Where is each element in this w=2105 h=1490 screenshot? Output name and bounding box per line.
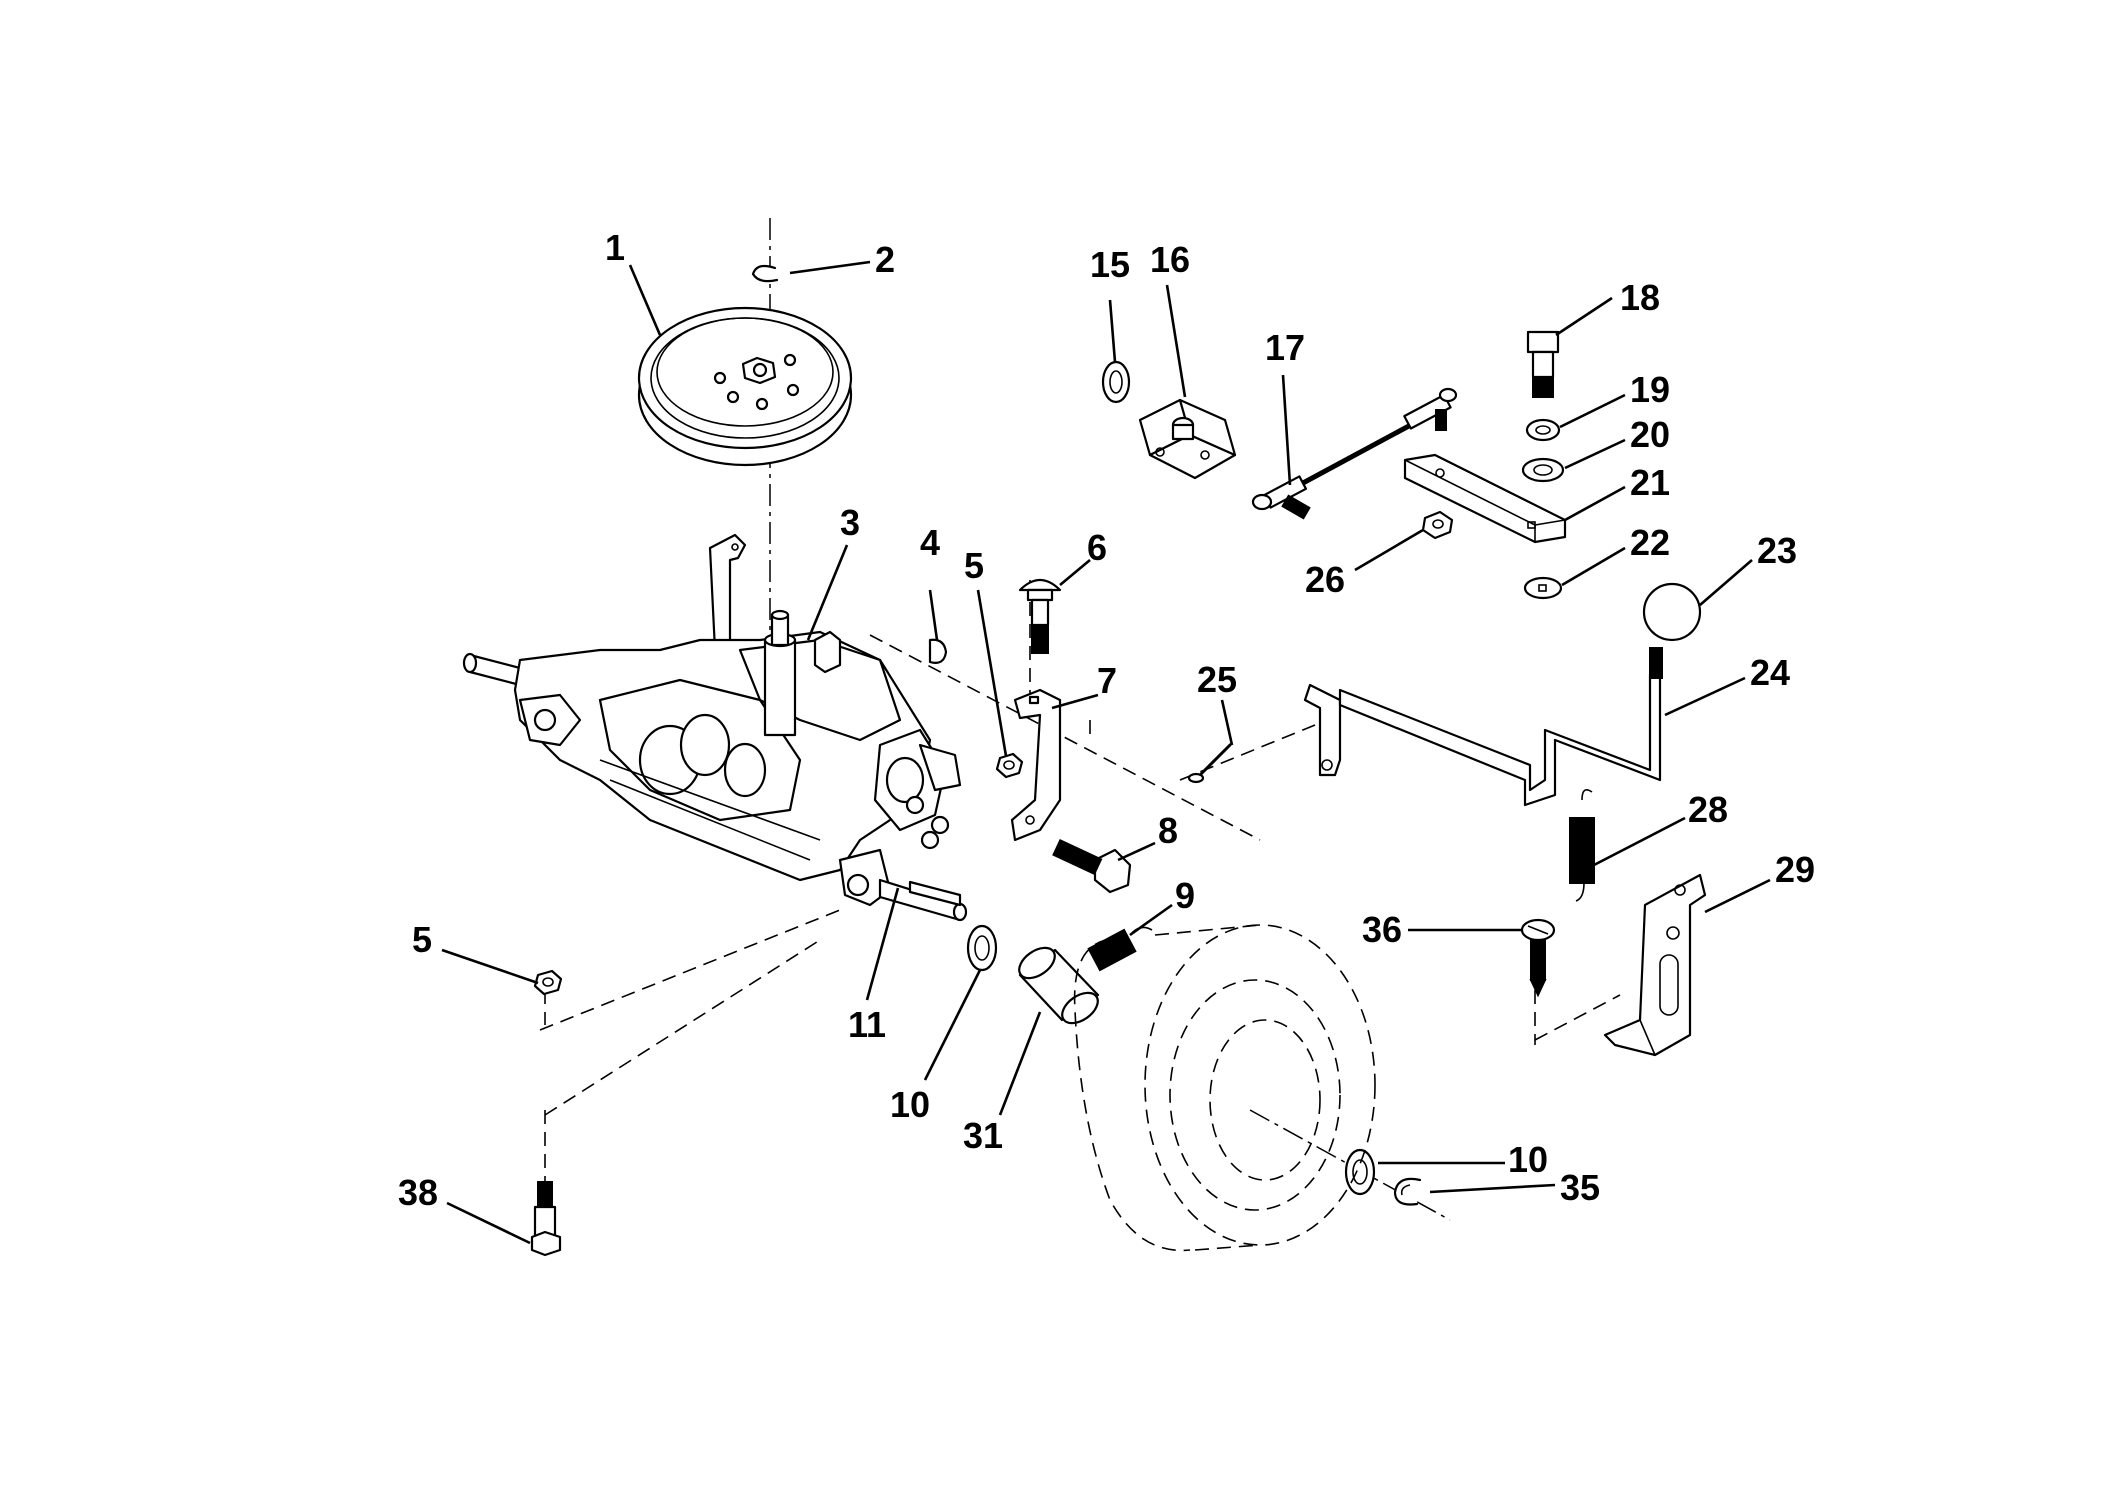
callout-17: 17	[1265, 327, 1305, 368]
square-washer-22	[1523, 576, 1563, 600]
angle-bracket	[1138, 398, 1237, 480]
callout-35: 35	[1560, 1167, 1600, 1208]
control-lever	[1303, 647, 1663, 807]
callout-25: 25	[1197, 659, 1237, 700]
callout-23: 23	[1757, 530, 1797, 571]
callouts: 1 2 3 4 5 5 6 7 8 9 10 10 11 15 16 17 18…	[398, 227, 1815, 1213]
bolt-18	[1526, 330, 1560, 398]
callout-3: 3	[840, 502, 860, 543]
hex-nut-upper	[995, 752, 1024, 779]
hex-bolt	[1052, 838, 1132, 894]
spacer-sleeve	[1018, 946, 1100, 1025]
transaxle	[462, 533, 968, 922]
callout-6: 6	[1087, 527, 1107, 568]
control-knob	[1642, 582, 1702, 642]
woodruff-key	[928, 638, 948, 664]
washer-15	[1101, 360, 1131, 404]
lock-washer-19	[1525, 418, 1561, 442]
callout-21: 21	[1630, 462, 1670, 503]
callout-26: 26	[1305, 559, 1345, 600]
callout-16: 16	[1150, 239, 1190, 280]
callout-9: 9	[1175, 875, 1195, 916]
screw-36	[1520, 918, 1556, 998]
washer-axle	[966, 924, 998, 972]
callout-36: 36	[1362, 909, 1402, 950]
callout-11: 11	[848, 1004, 886, 1045]
extension-spring	[1569, 789, 1595, 902]
callout-1: 1	[605, 227, 625, 268]
e-clip	[751, 264, 779, 283]
callout-15: 15	[1090, 244, 1130, 285]
callout-2: 2	[875, 239, 895, 280]
callout-10-axle: 10	[890, 1084, 930, 1125]
callout-19: 19	[1630, 369, 1670, 410]
callout-24: 24	[1750, 652, 1790, 693]
link-plate	[1403, 453, 1567, 544]
callout-8: 8	[1158, 810, 1178, 851]
hex-nut-26	[1421, 510, 1454, 540]
callout-10-wheel: 10	[1508, 1139, 1548, 1180]
pulley	[637, 306, 853, 467]
callout-29: 29	[1775, 849, 1815, 890]
axle-key	[908, 880, 962, 907]
spring-small	[1087, 926, 1153, 972]
flat-washer-20	[1521, 457, 1565, 483]
wheel-outline	[1073, 924, 1376, 1252]
callout-20: 20	[1630, 414, 1670, 455]
callout-28: 28	[1688, 789, 1728, 830]
linkage-rod	[1251, 387, 1458, 520]
callout-38: 38	[398, 1172, 438, 1213]
leader-lines	[441, 260, 1771, 1245]
bracket	[1010, 688, 1062, 842]
callout-31: 31	[963, 1115, 1003, 1156]
hex-nut-lower	[533, 969, 563, 996]
callout-7: 7	[1097, 660, 1117, 701]
carriage-bolt	[1018, 578, 1062, 654]
wheel-e-clip	[1393, 1177, 1422, 1206]
cotter-pin	[1187, 743, 1232, 784]
washer-wheel	[1344, 1148, 1376, 1196]
callout-18: 18	[1620, 277, 1660, 318]
shoulder-bolt	[530, 1181, 562, 1257]
callout-4: 4	[920, 522, 940, 563]
callout-5-upper: 5	[964, 545, 984, 586]
callout-22: 22	[1630, 522, 1670, 563]
callout-5-lower: 5	[412, 919, 432, 960]
mounting-bracket	[1603, 873, 1707, 1057]
